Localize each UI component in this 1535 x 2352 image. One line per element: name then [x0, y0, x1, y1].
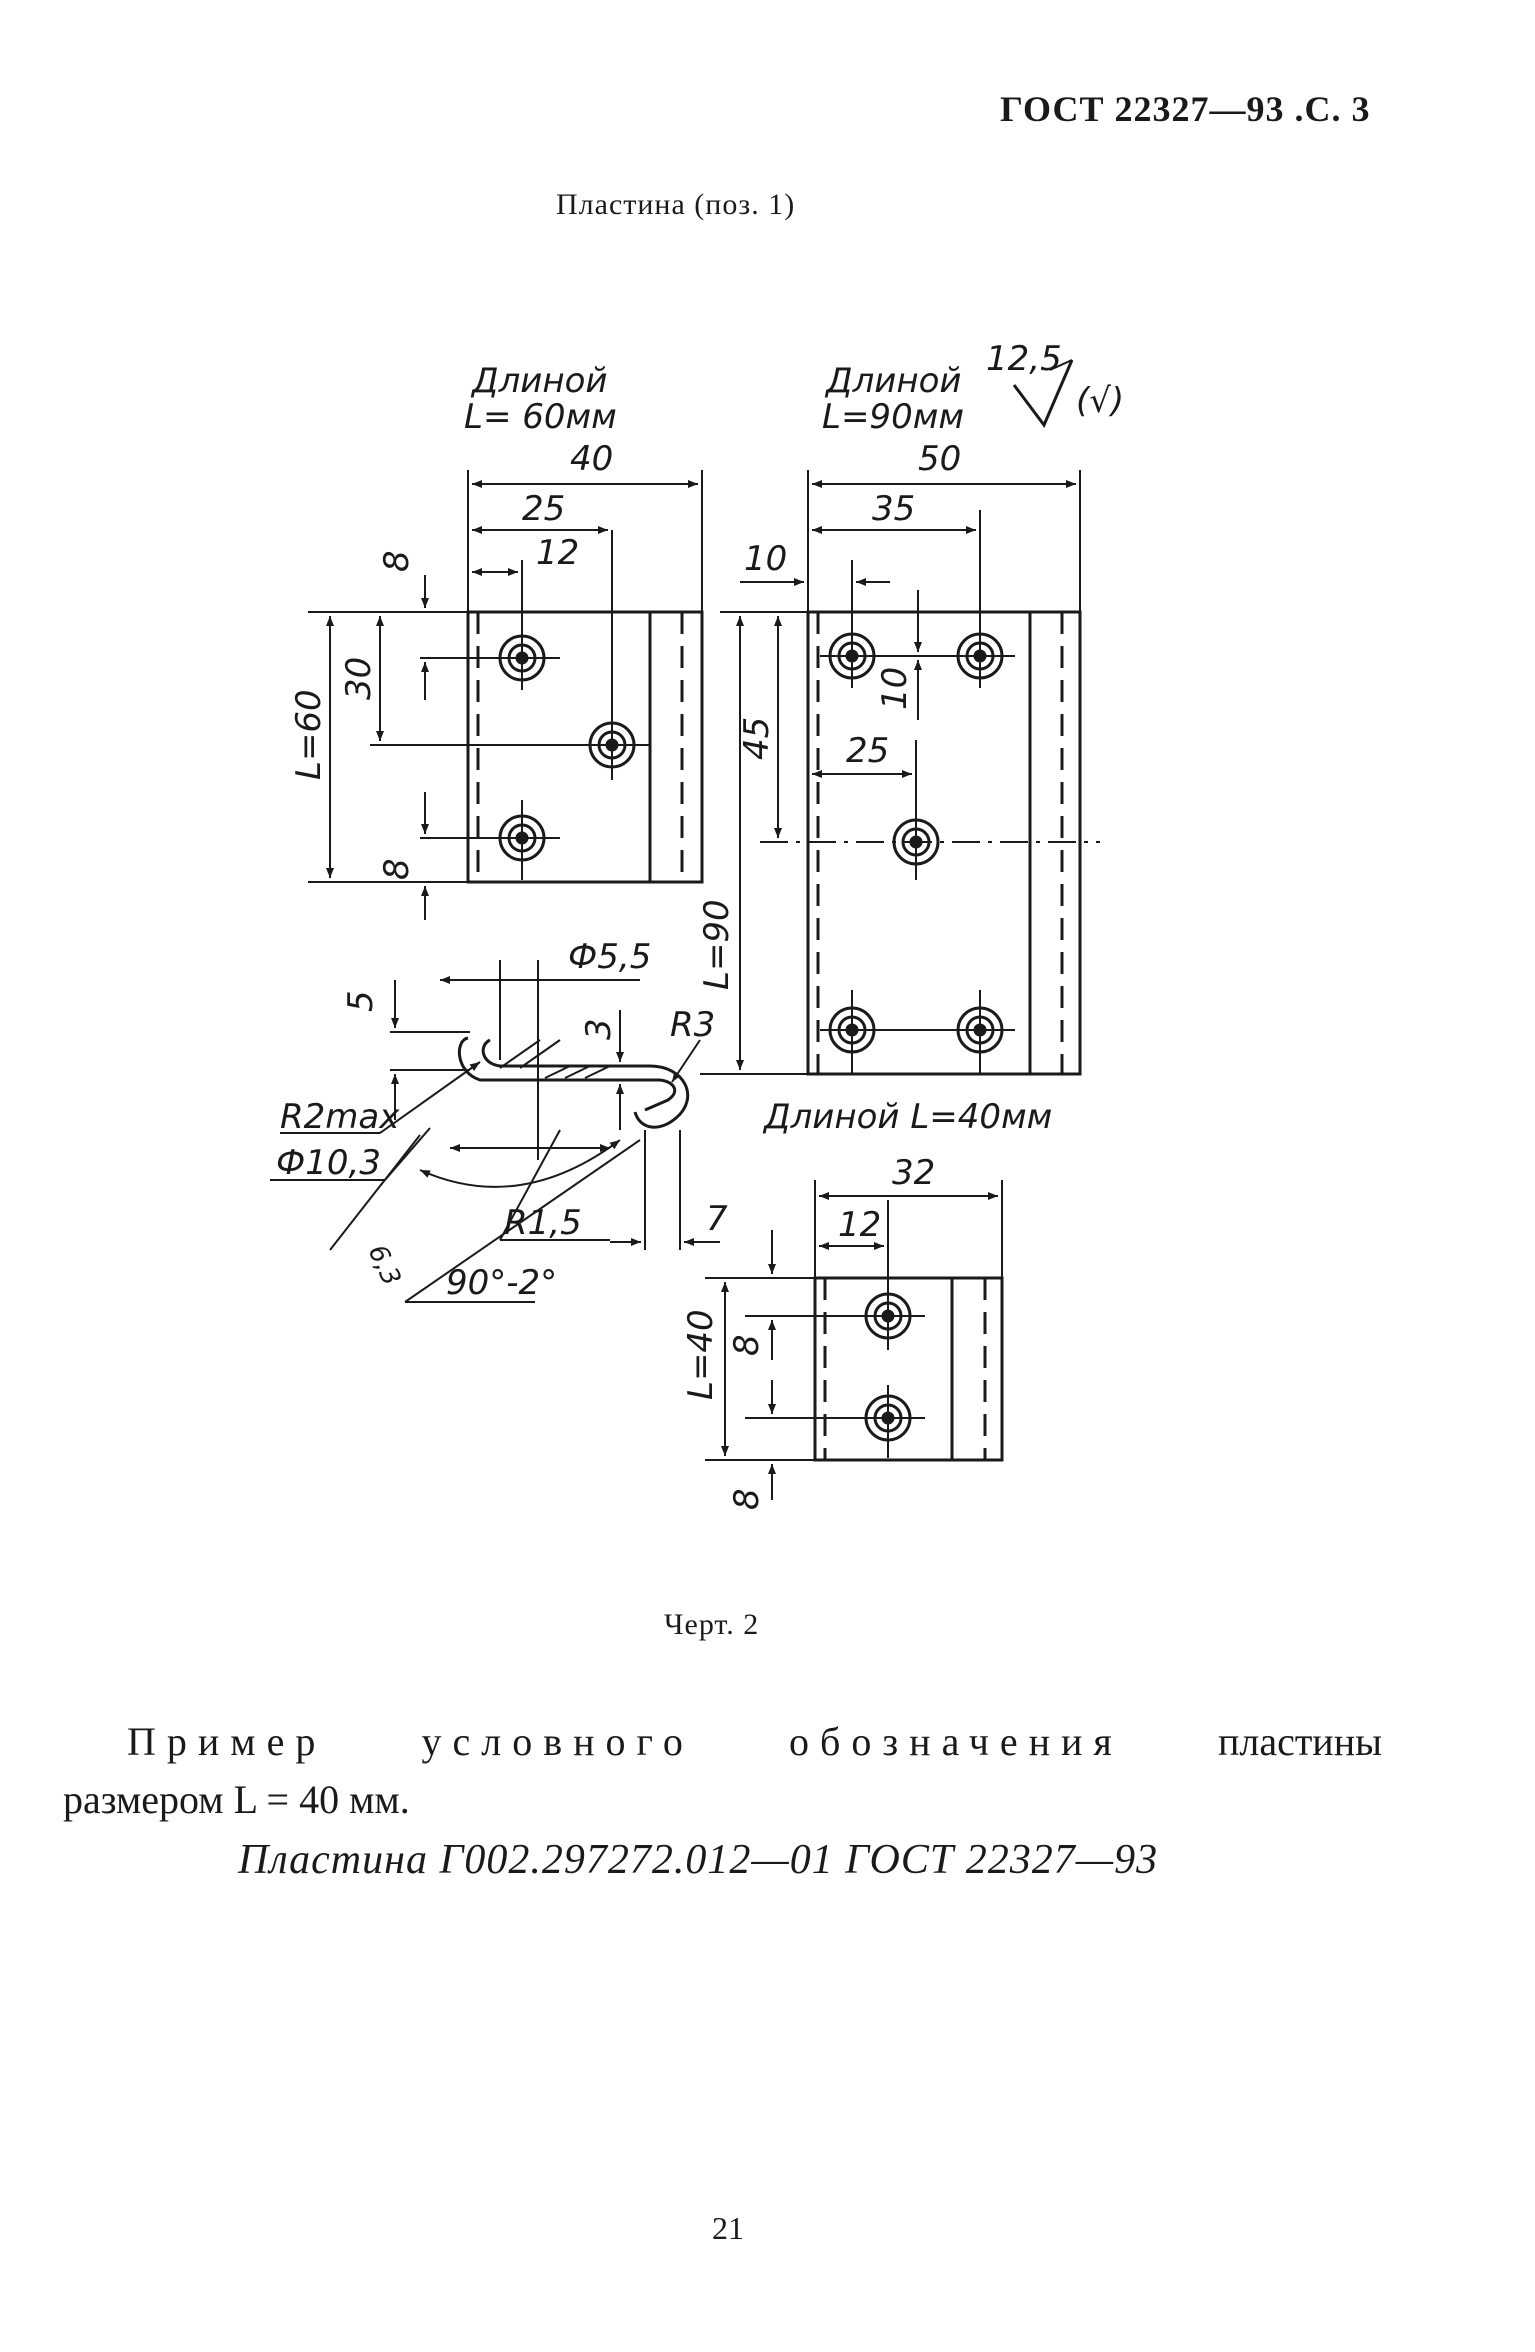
dim-90-25: 25: [846, 731, 889, 771]
dim-40-12: 12: [838, 1205, 881, 1245]
page-number: 21: [712, 2210, 744, 2246]
example-line-2: размером L = 40 мм.: [63, 1777, 410, 1822]
view-90-plate: [700, 470, 1100, 1076]
dim-section-hole-diameter: Ф5,5: [568, 937, 651, 977]
plate-title: Пластина (поз. 1): [556, 188, 796, 221]
dim-60-8-top: 8: [377, 550, 417, 572]
dim-90-45: 45: [737, 717, 777, 760]
example-word-2: условного: [421, 1719, 694, 1764]
example-word-4: пластины: [1217, 1719, 1382, 1764]
dim-60-width: 40: [570, 439, 613, 479]
dim-section-roughness-6-3: 6,3: [362, 1240, 407, 1290]
dim-40-length: L=40: [681, 1309, 721, 1400]
page-header: ГОСТ 22327—93 .С. 3: [1000, 89, 1371, 129]
roughness-check-icon: [1012, 359, 1074, 428]
view-60-caption-line2: L= 60мм: [464, 397, 617, 437]
view-90-caption-line2: L=90мм: [822, 397, 964, 437]
dim-section-r2max: R2max: [280, 1097, 400, 1137]
dim-40-8-bottom: 8: [727, 1488, 767, 1510]
example-word-1: Пример: [127, 1719, 327, 1764]
roughness-symbol: (√): [1076, 381, 1124, 421]
dim-section-outer-diameter: Ф10,3: [276, 1143, 381, 1183]
example-line-1: Пример условного обозначения пластины: [127, 1718, 1382, 1765]
view-60-plate: [308, 470, 704, 920]
dim-40-width: 32: [892, 1153, 935, 1193]
example-paragraph: Пример условного обозначения пластины ра…: [63, 1718, 1382, 1822]
roughness-value: 12,5: [986, 339, 1062, 379]
section-view: [270, 960, 720, 1303]
view-40-caption: Длиной L=40мм: [762, 1097, 1052, 1137]
dim-section-7: 7: [706, 1199, 728, 1239]
dim-90-10-horizontal: 10: [744, 539, 787, 579]
dim-90-length: L=90: [697, 899, 737, 990]
dim-60-8-bottom: 8: [377, 858, 417, 880]
example-word-3: обозначения: [789, 1719, 1123, 1764]
hole-circles-60: [498, 634, 636, 862]
dim-section-r3: R3: [670, 1005, 715, 1045]
dim-section-5: 5: [341, 990, 381, 1012]
dim-90-35: 35: [872, 489, 915, 529]
designation-example: Пластина Г002.297272.012—01 ГОСТ 22327—9…: [238, 1837, 1159, 1883]
dim-40-8-mid: 8: [727, 1334, 767, 1356]
dim-60-25: 25: [522, 489, 565, 529]
dim-60-length: L=60: [289, 689, 329, 780]
dim-60-12: 12: [536, 533, 579, 573]
technical-drawing: Длиной L= 60мм 40 25 12 8 30 L=60 8 Длин…: [270, 339, 1124, 1510]
dim-90-width: 50: [918, 439, 961, 479]
dim-60-30: 30: [339, 657, 379, 700]
dim-section-r1-5: R1,5: [504, 1203, 582, 1243]
view-90-caption-line1: Длиной: [824, 361, 962, 401]
dim-section-angle: 90°-2°: [446, 1263, 557, 1303]
view-40-plate: [705, 1180, 1004, 1500]
dim-section-3: 3: [579, 1018, 619, 1040]
figure-caption: Черт. 2: [664, 1608, 760, 1641]
view-60-caption-line1: Длиной: [470, 361, 608, 401]
dim-90-10-vertical: 10: [875, 667, 915, 710]
